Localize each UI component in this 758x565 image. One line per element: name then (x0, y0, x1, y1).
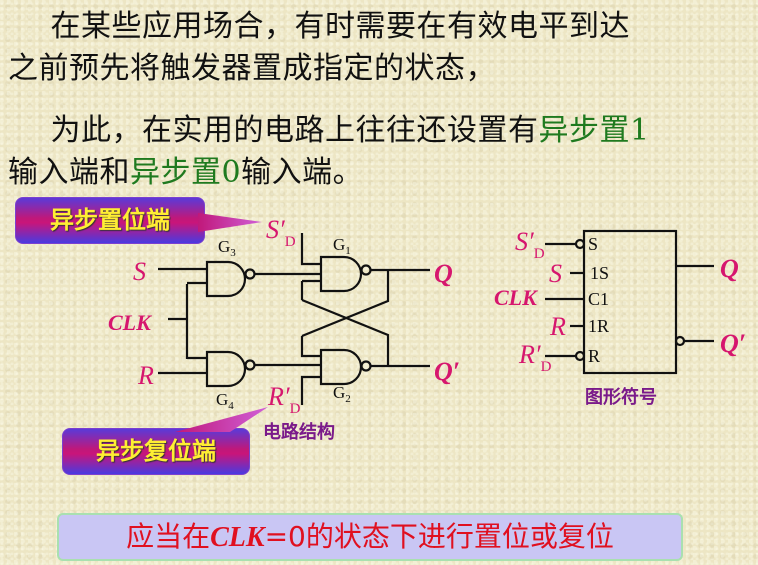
svg-text:R: R (588, 346, 600, 366)
svg-text:R′D: R′D (518, 340, 552, 375)
text: 输入端。 (241, 155, 364, 190)
paragraph-2-line-2: 输入端和异步置0输入端。 (8, 154, 363, 192)
callout-async-reset: 异步复位端 (62, 428, 250, 475)
svg-text:G4: G4 (216, 390, 234, 412)
svg-text:C1: C1 (588, 289, 609, 309)
svg-text:G1: G1 (333, 235, 351, 257)
label-Qn: Q′ (434, 357, 460, 386)
note-clk: CLK (210, 522, 265, 553)
note-text: =0的状态下进行置位或复位 (264, 520, 614, 553)
callout-reset-tail (175, 407, 268, 432)
highlight-async-reset: 异步置0 (130, 155, 242, 190)
callout-label: 异步复位端 (96, 437, 216, 465)
label-SD: S′D (266, 215, 296, 250)
nand-gate-g1 (319, 255, 363, 293)
label-S: S (133, 257, 146, 286)
label-Q: Q (434, 259, 453, 288)
note-box: 应当在CLK=0的状态下进行置位或复位 (57, 513, 683, 561)
nand-gate-g3 (205, 260, 247, 298)
paragraph-1-line-1: 在某些应用场合，有时需要在有效电平到达 (20, 8, 630, 46)
svg-text:R: R (549, 312, 566, 341)
label-R: R (137, 361, 154, 390)
svg-text:1R: 1R (588, 316, 609, 336)
nand-gate-g2 (319, 348, 363, 386)
svg-text:S: S (588, 234, 598, 254)
callout-set-tail (198, 213, 262, 232)
text: 输入端和 (8, 155, 130, 190)
paragraph-1-line-2: 之前预先将触发器置成指定的状态， (8, 50, 496, 88)
svg-text:G3: G3 (218, 237, 236, 259)
text: 为此，在实用的电路上往往还设置有 (20, 113, 539, 148)
nand-gate-g4 (205, 350, 247, 388)
circuit-caption: 电路结构 (263, 422, 335, 443)
callout-label: 异步置位端 (50, 206, 170, 234)
label-CLK: CLK (108, 310, 152, 335)
text: 之前预先将触发器置成指定的状态， (8, 51, 496, 86)
symbol-caption: 图形符号 (585, 387, 657, 408)
svg-text:CLK: CLK (494, 285, 538, 310)
svg-text:S: S (549, 259, 562, 288)
svg-text:S′D: S′D (515, 227, 545, 262)
note-text: 应当在 (126, 520, 211, 553)
svg-text:G2: G2 (333, 383, 351, 405)
paragraph-2-line-1: 为此，在实用的电路上往往还设置有异步置1 (20, 112, 650, 150)
highlight-async-set: 异步置1 (538, 113, 650, 148)
ff-symbol (545, 229, 714, 375)
svg-text:Q′: Q′ (720, 329, 746, 358)
text: 在某些应用场合，有时需要在有效电平到达 (20, 9, 630, 44)
svg-text:Q: Q (720, 254, 739, 283)
svg-text:1S: 1S (590, 263, 609, 283)
label-RD: R′D (267, 382, 301, 417)
